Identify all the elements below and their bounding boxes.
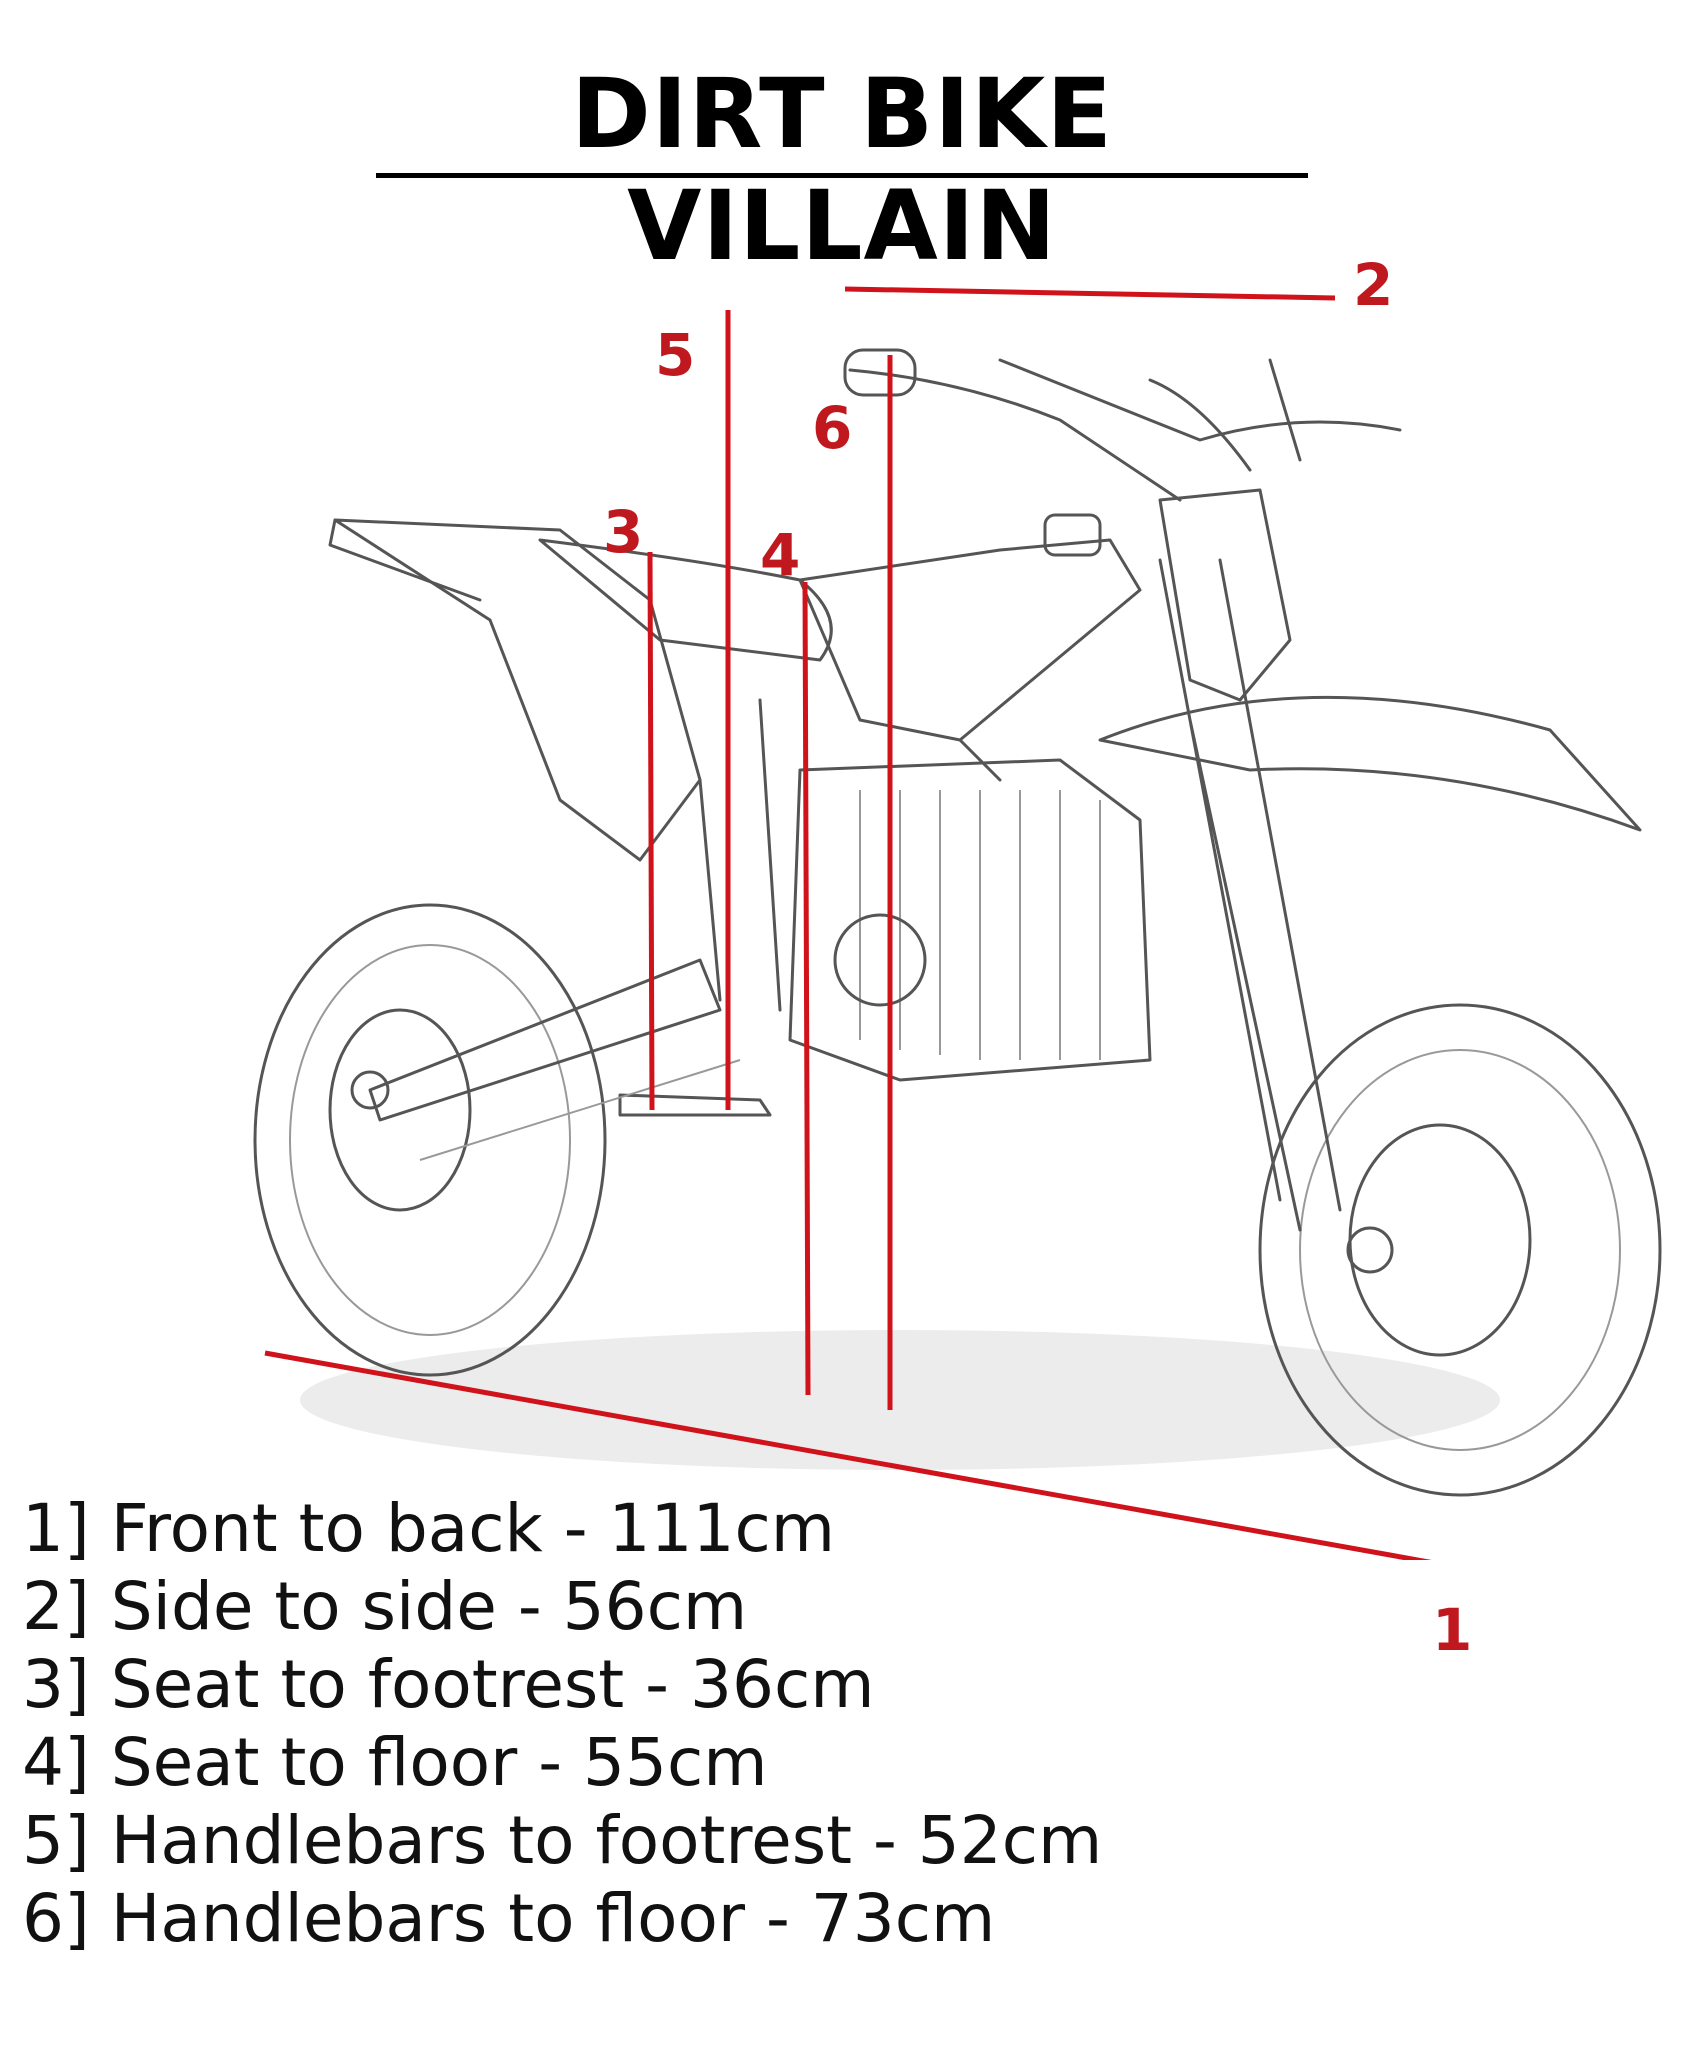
dirt-bike-diagram: 2 5 6 3 4 [253, 251, 1662, 1560]
ground-shadow [300, 1330, 1500, 1470]
measure-label-3: 3 [603, 498, 643, 566]
dirt-bike-illustration [253, 348, 1662, 1497]
spec-list: 1] Front to back - 111cm 2] Side to side… [22, 1490, 1422, 1958]
measure-label-2: 2 [1353, 251, 1393, 319]
measure-line-3 [647, 551, 655, 1111]
spec-handlebars-to-floor: 6] Handlebars to floor - 73cm [22, 1880, 996, 1957]
spec-front-to-back: 1] Front to back - 111cm [22, 1490, 836, 1567]
spec-side-to-side: 2] Side to side - 56cm [22, 1568, 748, 1645]
measure-label-1: 1 [1432, 1596, 1473, 1664]
measure-line-2 [844, 286, 1336, 301]
measure-line-4 [802, 581, 811, 1396]
measure-label-4: 4 [760, 521, 800, 589]
measure-line-1 [264, 1350, 1432, 1560]
measure-label-6: 6 [812, 394, 852, 462]
spec-handlebars-to-footrest: 5] Handlebars to footrest - 52cm [22, 1802, 1103, 1879]
measure-label-5: 5 [655, 321, 695, 389]
page-title: DIRT BIKE VILLAIN [376, 58, 1308, 282]
spec-seat-to-floor: 4] Seat to floor - 55cm [22, 1724, 768, 1801]
measurement-lines [264, 286, 1432, 1560]
spec-seat-to-footrest: 3] Seat to footrest - 36cm [22, 1646, 875, 1723]
